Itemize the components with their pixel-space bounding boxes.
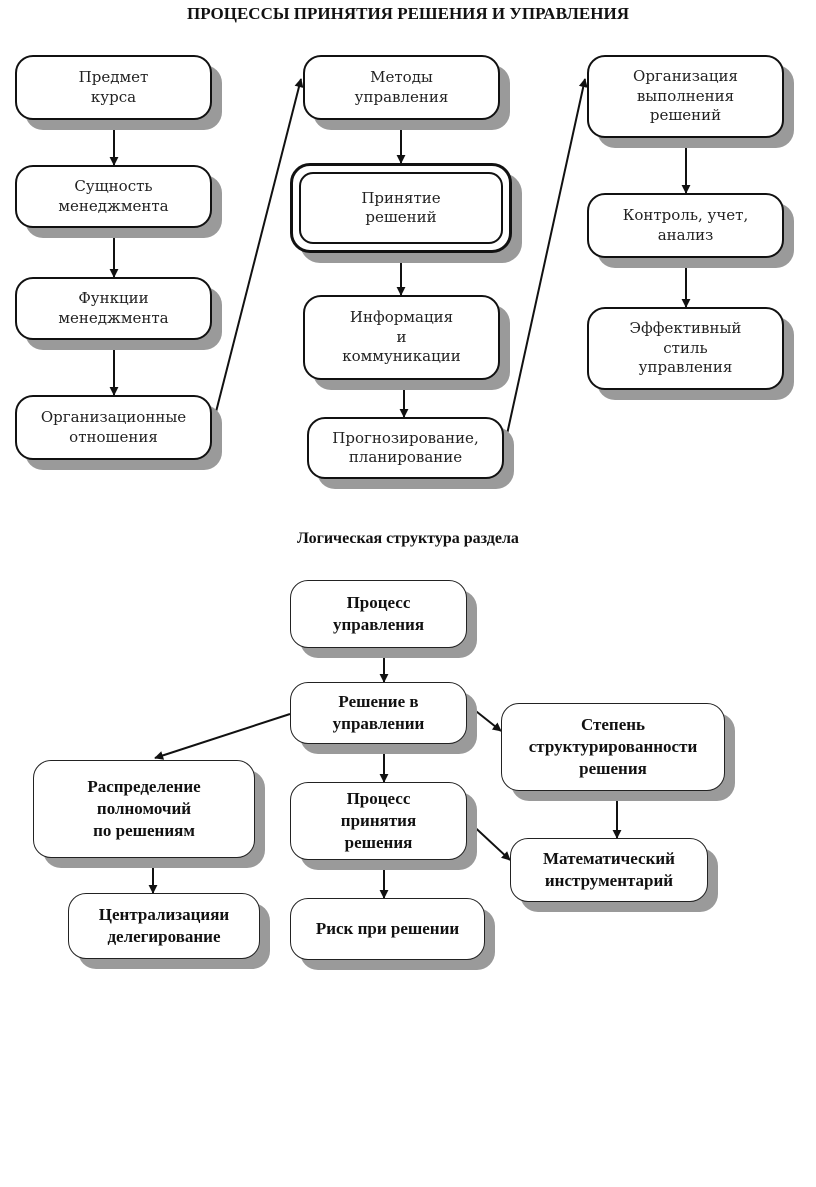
- node-prinyatie-resheniy: Принятие решений: [290, 163, 512, 253]
- arrow-prognoz-to-orgvyp: [503, 78, 588, 449]
- node-label: Централизацияи делегирование: [98, 904, 230, 946]
- node-informaciya-kommunikacii: Информация и коммуникации: [303, 295, 500, 380]
- node-raspredelenie-polnomochiy: Распределение полномочий по решениям: [33, 760, 255, 858]
- node-label: Информация и коммуникации: [342, 308, 461, 366]
- node-centralizaciya-delegirovanie: Централизацияи делегирование: [68, 893, 260, 959]
- node-metody-upravleniya: Методы управления: [303, 55, 500, 120]
- node-matematicheskiy-instrumentariy: Математический инструментарий: [510, 838, 708, 902]
- node-label: Процесс принятия решения: [340, 788, 417, 853]
- node-label: Сущность менеджмента: [58, 177, 169, 215]
- node-label: Степень структурированности решения: [528, 714, 698, 779]
- node-label: Распределение полномочий по решениям: [87, 776, 201, 841]
- node-stepen-strukturirovannosti: Степень структурированности решения: [501, 703, 725, 791]
- node-label: Контроль, учет, анализ: [622, 206, 749, 244]
- node-effektivnyy-stil: Эффективный стиль управления: [587, 307, 784, 390]
- node-label: Математический инструментарий: [543, 848, 675, 890]
- node-label: Решение в управлении: [332, 691, 425, 733]
- node-label: Процесс управления: [332, 592, 425, 634]
- arrow-orgotn-to-metody: [211, 78, 304, 428]
- section-title: Логическая структура раздела: [297, 530, 519, 547]
- node-inner-frame: Принятие решений: [299, 172, 503, 244]
- node-prognozirovanie-planirovanie: Прогнозирование, планирование: [307, 417, 504, 479]
- node-label: Функции менеджмента: [58, 289, 169, 327]
- arrow-reshenie-to-raspred: [154, 713, 291, 760]
- node-predmet-kursa: Предмет курса: [15, 55, 212, 120]
- node-risk-pri-reshenii: Риск при решении: [290, 898, 485, 960]
- node-label: Организационные отношения: [40, 408, 187, 446]
- node-label: Риск при решении: [315, 918, 460, 938]
- node-funkcii-menedzhmenta: Функции менеджмента: [15, 277, 212, 340]
- node-label: Принятие решений: [361, 188, 441, 227]
- arrow-reshenie-to-stepen: [466, 703, 502, 732]
- node-sushnost-menedzhmenta: Сущность менеджмента: [15, 165, 212, 228]
- node-label: Предмет курса: [78, 68, 149, 106]
- node-kontrol-uchet-analiz: Контроль, учет, анализ: [587, 193, 784, 258]
- node-label: Методы управления: [354, 68, 449, 106]
- arrow-ppr-to-matem: [466, 819, 511, 861]
- main-title: ПРОЦЕССЫ ПРИНЯТИЯ РЕШЕНИЯ И УПРАВЛЕНИЯ: [187, 4, 629, 23]
- node-reshenie-v-upravlenii: Решение в управлении: [290, 682, 467, 744]
- node-organizacionnye-otnosheniya: Организационные отношения: [15, 395, 212, 460]
- node-organizaciya-vypolneniya: Организация выполнения решений: [587, 55, 784, 138]
- node-process-upravleniya: Процесс управления: [290, 580, 467, 648]
- node-label: Эффективный стиль управления: [629, 319, 742, 377]
- node-process-prinyatiya-resheniya: Процесс принятия решения: [290, 782, 467, 860]
- node-label: Прогнозирование, планирование: [332, 428, 479, 467]
- node-label: Организация выполнения решений: [633, 67, 738, 125]
